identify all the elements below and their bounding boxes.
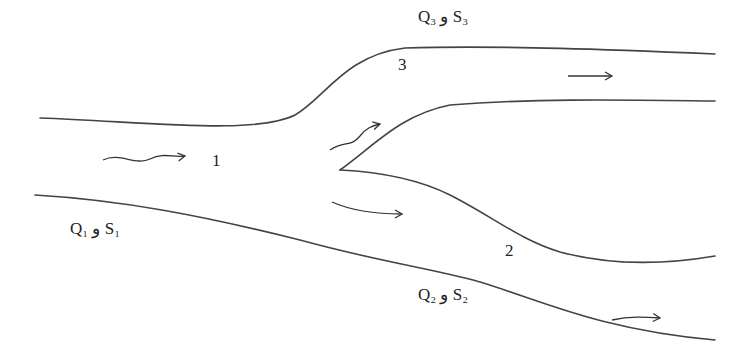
flow-arrow (330, 124, 380, 150)
discharge-slope-label: Q₃ و S₃ (418, 8, 468, 27)
branch-number: 3 (398, 56, 407, 75)
top-bank (40, 47, 715, 126)
branch-number: 1 (212, 152, 221, 171)
channel-3-lower-bank (340, 100, 715, 170)
discharge-slope-label: Q₂ و S₂ (418, 286, 468, 305)
flow-arrow (103, 155, 185, 161)
flow-arrow (568, 75, 612, 76)
branch-number: 2 (505, 242, 514, 261)
discharge-slope-label: Q₁ و S₁ (70, 220, 120, 239)
channel-2-upper-bank (340, 170, 715, 262)
flow-arrow (332, 202, 402, 214)
flow-arrow (612, 317, 660, 320)
bottom-bank (35, 195, 715, 340)
